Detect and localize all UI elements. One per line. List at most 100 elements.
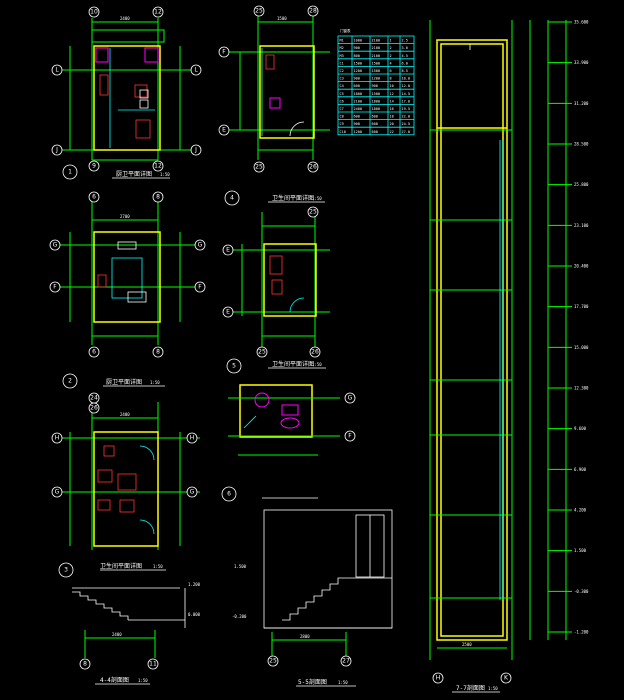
view-2-caption: 厨卫平面详图	[106, 378, 142, 386]
table-cell: 900	[372, 84, 378, 88]
table-cell: 2100	[354, 99, 362, 103]
table-cell: M3	[340, 54, 344, 58]
elevation-label: 12.300	[574, 386, 589, 391]
table-cell: 1200	[354, 69, 362, 73]
elevation-label: 35.600	[574, 20, 589, 25]
table-cell: 22	[390, 130, 394, 134]
view-3-caption: 卫生间平面详图	[100, 562, 142, 570]
v4-width-dim: 1500	[277, 16, 287, 21]
v2-axis-top-1: 6	[92, 194, 96, 201]
table-cell: C9	[340, 122, 344, 126]
table-cell: 14.5	[402, 92, 410, 96]
s44-axis-1: 8	[83, 661, 87, 668]
v5-axis-top-1: 25	[309, 209, 317, 216]
section-4-4: 2400 1.200 0.000 8 11 4-4剖面图 1:50	[72, 582, 201, 685]
table-cell: 16	[390, 107, 394, 111]
table-cell: C6	[340, 99, 344, 103]
view-6-plan: G F 6	[221, 384, 356, 502]
elevation-label: 33.900	[574, 60, 589, 65]
view-1-plan: 2400 10 12 9 12 L L J J 1 厨卫平面详图 1:50	[51, 6, 202, 180]
v3-axis-side-1: H	[55, 435, 60, 442]
v1-width-dim: 2400	[120, 16, 130, 21]
table-cell: 19.5	[402, 107, 410, 111]
elevation-label: 9.600	[574, 426, 587, 431]
table-cell: 600	[372, 130, 378, 134]
table-cell: 900	[354, 77, 360, 81]
table-cell: 2	[390, 54, 392, 58]
v5-axis-side-1: E	[226, 247, 230, 254]
v5-axis-bot-2: 26	[311, 349, 319, 356]
table-cell: 12	[390, 92, 394, 96]
v2-axis-bot-1: 6	[92, 349, 96, 356]
s44-level-1: 1.200	[188, 582, 201, 587]
s55-level-1: 1.500	[234, 564, 247, 569]
elevation-label: 25.800	[574, 182, 589, 187]
elevation-label: -1.200	[574, 630, 589, 635]
table-frame	[337, 35, 415, 136]
v1-axis-side-1: L	[55, 67, 59, 74]
s55-axis-1: 25	[269, 658, 277, 665]
v3-axis-side-1b: H	[190, 435, 195, 442]
v5-axis-side-2: E	[226, 309, 230, 316]
table-cell: 600	[372, 122, 378, 126]
table-cell: 6	[390, 69, 392, 73]
elevation-label: 4.200	[574, 508, 587, 513]
v4-axis-top-1: 25	[255, 8, 263, 15]
view-1-caption: 厨卫平面详图	[116, 170, 152, 178]
v1-axis-bot-2: 12	[154, 163, 162, 170]
v2-axis-side-2b: F	[198, 284, 202, 291]
v4-axis-bot-1: 25	[255, 164, 263, 171]
v3-axis-side-2: G	[55, 489, 60, 496]
v1-axis-top-1: 10	[90, 9, 98, 16]
table-cell: C2	[340, 69, 344, 73]
table-cell: 12.0	[402, 84, 410, 88]
elevation-label: 15.000	[574, 345, 589, 350]
table-cell: C3	[340, 77, 344, 81]
elevation-label: 28.500	[574, 142, 589, 147]
table-cell: 8.5	[402, 69, 408, 73]
table-cell: 2100	[372, 54, 380, 58]
table-cell: 2.5	[402, 39, 408, 43]
table-cell: 27.0	[402, 130, 410, 134]
s77-width-dim: 2500	[462, 642, 472, 647]
elevation-label: -0.300	[574, 589, 589, 594]
table-cell: 900	[354, 46, 360, 50]
table-cell: 10	[390, 84, 394, 88]
table-cell: 14	[390, 99, 394, 103]
table-cell: 1800	[372, 107, 380, 111]
s44-axis-2: 11	[149, 661, 157, 668]
table-cell: 2	[390, 46, 392, 50]
s55-scale: 1:50	[338, 680, 348, 685]
s55-caption: 5-5剖面图	[298, 678, 327, 686]
table-cell: M1	[340, 39, 344, 43]
v1-axis-side-2: J	[55, 147, 58, 154]
elevation-label: 20.400	[574, 264, 589, 269]
table-cell: 18	[390, 115, 394, 119]
table-title: 门窗表	[340, 28, 351, 33]
s44-level-2: 0.000	[188, 612, 201, 617]
view-2-plan: 2700 6 8 6 8 G G F F 2 厨卫平面详图 1:50	[49, 191, 206, 389]
view-2-number: 2	[68, 378, 72, 385]
section-7-7: 35.60033.90031.20028.50025.80023.10020.4…	[429, 20, 589, 693]
table-cell: M2	[340, 46, 344, 50]
s77-axis-2: K	[504, 675, 509, 682]
table-cell: 2100	[372, 46, 380, 50]
table-cell: C8	[340, 115, 344, 119]
table-cell: C5	[340, 92, 344, 96]
table-cell: 600	[372, 115, 378, 119]
table-cell: 1500	[372, 69, 380, 73]
v6-axis-side-1: G	[348, 395, 353, 402]
table-cell: 600	[354, 115, 360, 119]
table-cell: 10.0	[402, 77, 410, 81]
elevation-label: 23.100	[574, 223, 589, 228]
s44-width-dim: 2400	[112, 632, 122, 637]
view-4-plan: 1500 25 28 25 26 F E 4 卫生间平面详图 1:50	[218, 5, 330, 206]
table-cell: 1500	[372, 61, 380, 65]
v2-axis-side-2: F	[53, 284, 57, 291]
v1-axis-side-2b: J	[194, 147, 197, 154]
table-cell: 1000	[354, 39, 362, 43]
table-cell: 1500	[354, 61, 362, 65]
v2-axis-side-1: G	[53, 242, 58, 249]
